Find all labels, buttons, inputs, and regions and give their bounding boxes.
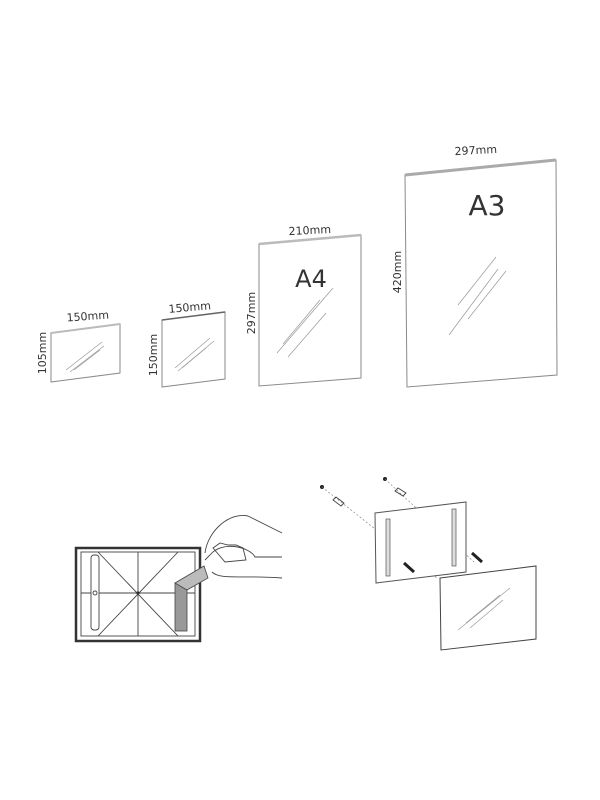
frame-150x105: 150mm 105mm bbox=[36, 309, 121, 383]
adhesive-mounting-illustration bbox=[74, 515, 283, 643]
width-label: 297mm bbox=[454, 143, 497, 158]
height-label: 420mm bbox=[391, 251, 404, 293]
height-label: 297mm bbox=[245, 292, 258, 334]
width-label: 150mm bbox=[168, 299, 211, 316]
width-label: 210mm bbox=[288, 223, 331, 238]
screw-mounting-illustration bbox=[320, 477, 537, 651]
frame-a4: A4 210mm 297mm bbox=[245, 223, 362, 387]
height-label: 150mm bbox=[147, 334, 160, 376]
format-label: A3 bbox=[469, 189, 506, 222]
format-label: A4 bbox=[295, 265, 327, 293]
height-label: 105mm bbox=[36, 332, 49, 374]
frame-a3: A3 297mm 420mm bbox=[391, 143, 558, 388]
width-label: 150mm bbox=[66, 309, 109, 325]
frame-150x150: 150mm 150mm bbox=[147, 299, 226, 388]
